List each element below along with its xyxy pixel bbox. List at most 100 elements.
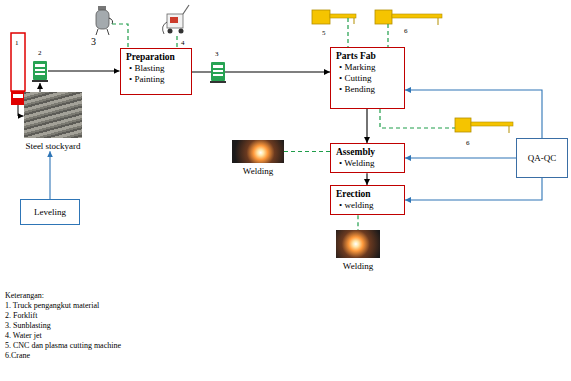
forklift-icon — [32, 80, 48, 82]
bullet-item: • Cutting — [336, 73, 396, 84]
flow-arrow — [366, 109, 367, 143]
waterjet-icon — [163, 22, 167, 34]
waterjet-icon — [183, 5, 189, 14]
process-box: Parts Fab• Marking• Cutting• Bending — [330, 47, 405, 109]
equipment-link — [284, 151, 330, 152]
flow-arrow — [405, 157, 516, 158]
flow-arrow — [40, 83, 41, 92]
callout-number: 3 — [215, 51, 219, 58]
stockyard-photo: Steel stockyard — [24, 92, 82, 151]
equipment-leader — [347, 18, 348, 47]
bullet-item: • Bending — [336, 84, 396, 95]
crane-icon — [455, 118, 471, 132]
crane-icon — [330, 14, 356, 18]
callout-number: 6 — [466, 140, 470, 147]
box-heading: Parts Fab — [336, 51, 396, 62]
truck-icon — [13, 94, 23, 98]
crane-icon — [438, 18, 439, 25]
flow-arrow — [18, 105, 24, 116]
crane-icon — [312, 10, 330, 24]
box-label: Leveling — [34, 207, 66, 218]
crane-icon — [375, 10, 442, 25]
photo-caption: Welding — [232, 166, 284, 176]
forklift-icon — [211, 62, 225, 81]
flow-arrow — [405, 90, 542, 138]
flow-arrow — [366, 173, 367, 185]
truck-icon — [11, 33, 25, 91]
forklift-icon — [213, 70, 223, 72]
process-box: Preparation• Blasting• Painting — [120, 48, 192, 95]
sandblast-icon — [109, 18, 113, 24]
box-heading: Erection — [336, 189, 396, 200]
equipment-leader — [112, 18, 455, 128]
bullet-item: • Welding — [336, 158, 396, 169]
callout-number: 3 — [91, 37, 96, 47]
welding-photo: Welding — [232, 140, 284, 176]
crane-icon — [312, 10, 356, 24]
callout-number: 2 — [38, 50, 42, 57]
crane-icon — [375, 10, 392, 24]
waterjet-icon — [163, 5, 189, 34]
photo-caption: Welding — [336, 261, 380, 271]
process-box: Leveling — [20, 199, 80, 225]
process-box: Erection• welding — [330, 185, 405, 215]
crane-icon — [509, 126, 510, 133]
qa-box: QA-QC — [516, 138, 568, 178]
crane-icon — [392, 14, 442, 18]
bullet-item: • Marking — [336, 62, 396, 73]
callout-number: 4 — [181, 40, 185, 47]
stockyard-photo — [24, 92, 82, 138]
callout-number: 5 — [322, 30, 326, 37]
crane-icon — [471, 122, 513, 126]
crane-icon — [455, 118, 513, 133]
sandblast-icon — [98, 6, 106, 10]
forklift-icon — [35, 64, 45, 67]
equipment-leader — [387, 24, 388, 47]
equipment-link — [357, 215, 358, 230]
waterjet-icon — [179, 29, 184, 34]
forklift-icon — [33, 61, 47, 80]
truck-icon — [11, 91, 25, 105]
sandblast-icon — [96, 29, 98, 35]
equipment-leader — [112, 24, 128, 48]
forklift-icon — [35, 69, 45, 71]
legend-item: 4. Water jet — [5, 332, 42, 340]
forklift-icon — [32, 61, 48, 82]
legend-item: 2. Forklift — [5, 312, 37, 320]
photo-caption: Steel stockyard — [24, 141, 82, 151]
legend-item: 3. Sunblasting — [5, 322, 51, 330]
process-box: Assembly• Welding — [330, 143, 405, 173]
legend-item: 6.Crane — [5, 352, 30, 360]
waterjet-icon — [168, 29, 173, 34]
waterjet-icon — [170, 17, 178, 23]
callout-number: 6 — [404, 28, 408, 35]
legend-item: 1. Truck pengangkut material — [5, 302, 99, 310]
legend-item: 5. CNC dan plasma cutting machine — [5, 342, 121, 350]
truck-icon — [11, 33, 25, 105]
forklift-icon — [35, 73, 45, 75]
waterjet-icon — [167, 14, 183, 28]
equipment-leader — [176, 36, 177, 48]
sandblast-icon — [107, 29, 109, 35]
box-heading: Preparation — [126, 52, 183, 63]
welding-photo — [232, 140, 284, 163]
legend-heading: Keterangan: — [5, 292, 44, 300]
callout-number: 1 — [15, 40, 19, 47]
box-label: QA-QC — [528, 153, 557, 164]
sandblast-icon — [96, 10, 109, 29]
box-heading: Assembly — [336, 147, 396, 158]
forklift-icon — [210, 81, 226, 83]
forklift-icon — [210, 62, 226, 83]
bullet-item: • Painting — [126, 74, 183, 85]
welding-photo: Welding — [336, 230, 380, 271]
equipment-leader — [380, 109, 455, 128]
bullet-item: • Blasting — [126, 63, 183, 74]
forklift-icon — [213, 65, 223, 68]
flow-arrow — [405, 178, 542, 200]
crane-icon — [354, 18, 355, 24]
sandblast-icon — [96, 6, 113, 35]
welding-photo — [336, 230, 380, 258]
